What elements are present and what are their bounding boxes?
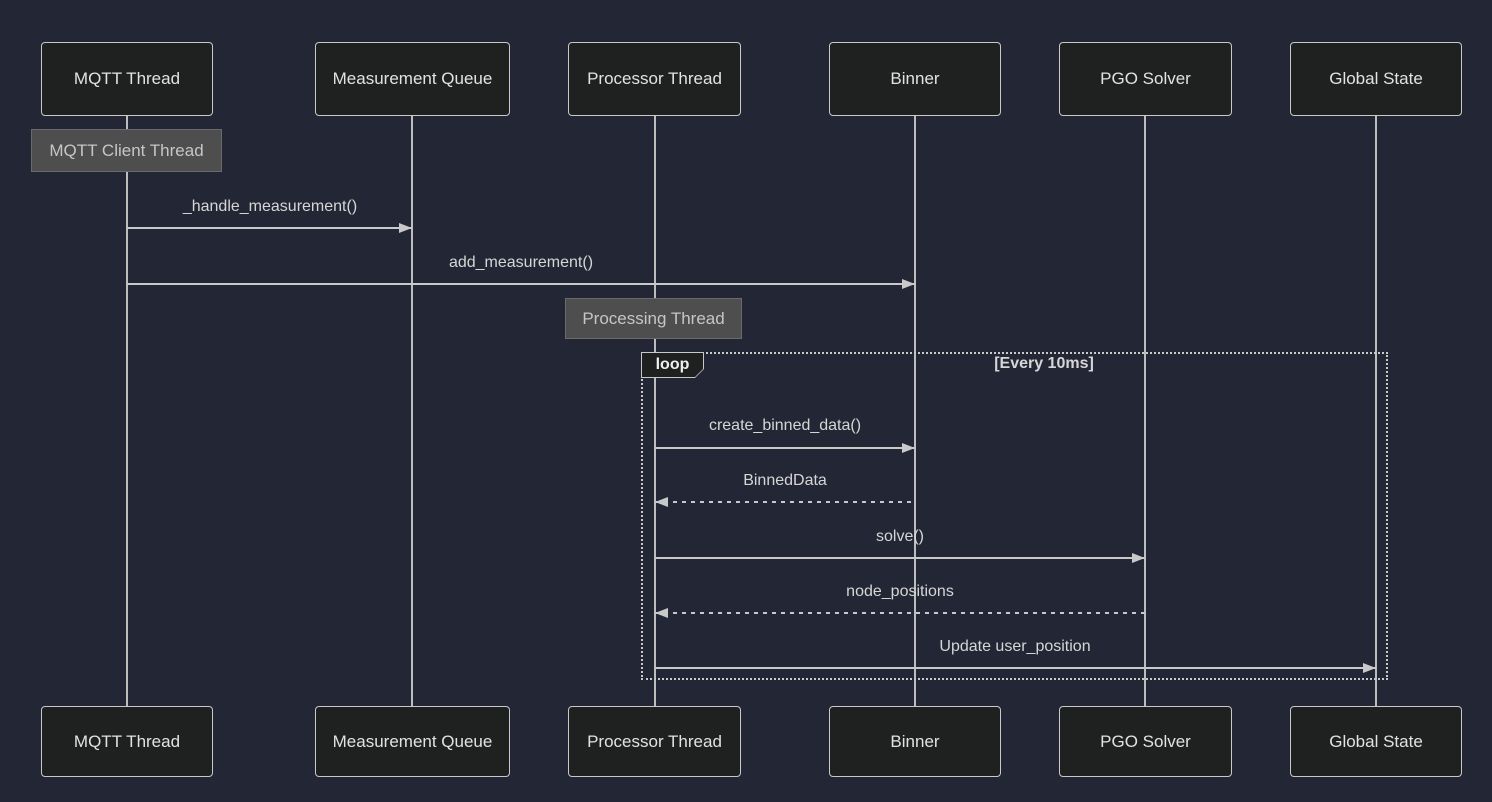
participant-label: Measurement Queue	[332, 731, 493, 751]
note-label: Processing Thread	[582, 308, 725, 328]
participant-mqtt-thread-top: MQTT Thread	[41, 42, 213, 116]
loop-label-tag: loop	[641, 352, 704, 378]
participant-mqtt-thread-bottom: MQTT Thread	[41, 706, 213, 777]
message-arrow-add-measurement	[127, 279, 915, 289]
participant-label: MQTT Thread	[73, 69, 181, 88]
participant-label: Processor Thread	[587, 731, 722, 751]
loop-label: loop	[642, 353, 703, 377]
message-label-node-positions: node_positions	[846, 583, 954, 600]
participant-processor-thread-top: Processor Thread	[568, 42, 741, 116]
arrowhead-right-icon	[1363, 663, 1376, 673]
participant-global-state-bottom: Global State	[1290, 706, 1462, 777]
participant-label: PGO Solver	[1100, 731, 1191, 751]
arrowhead-right-icon	[902, 279, 915, 289]
arrowhead-left-icon	[655, 608, 668, 618]
participant-label: MQTT Thread	[73, 731, 181, 751]
message-arrow-handle-measurement	[127, 223, 412, 233]
lifeline-binner	[914, 115, 916, 706]
message-label-solve: solve()	[875, 528, 925, 545]
participant-measurement-queue-top: Measurement Queue	[315, 42, 510, 116]
lifeline-pgo-solver	[1144, 115, 1146, 706]
lifeline-mqtt-thread	[126, 115, 128, 706]
participant-global-state-top: Global State	[1290, 42, 1462, 116]
message-arrow-binned-data	[655, 497, 915, 507]
participant-label: Processor Thread	[587, 69, 722, 88]
participant-binner-bottom: Binner	[829, 706, 1001, 777]
lifeline-global-state	[1375, 115, 1377, 706]
note-processing-thread: Processing Thread	[565, 298, 742, 339]
lifeline-processor-thread	[654, 115, 656, 706]
message-arrow-node-positions	[655, 608, 1145, 618]
participant-pgo-solver-top: PGO Solver	[1059, 42, 1232, 116]
participant-label: Global State	[1329, 69, 1423, 88]
participant-label: Global State	[1329, 731, 1423, 751]
message-arrow-update-user-position	[655, 663, 1376, 673]
message-label-create-binned-data: create_binned_data()	[708, 417, 862, 434]
arrowhead-right-icon	[399, 223, 412, 233]
participant-measurement-queue-bottom: Measurement Queue	[315, 706, 510, 777]
note-mqtt-client-thread: MQTT Client Thread	[31, 129, 222, 172]
message-label-update-user-position: Update user_position	[939, 638, 1091, 655]
participant-label: Binner	[890, 69, 940, 88]
note-label: MQTT Client Thread	[49, 140, 204, 160]
message-arrow-solve	[655, 553, 1145, 563]
arrowhead-left-icon	[655, 497, 668, 507]
arrowhead-right-icon	[902, 443, 915, 453]
lifeline-measurement-queue	[411, 115, 413, 706]
participant-label: PGO Solver	[1100, 69, 1191, 88]
arrowhead-right-icon	[1132, 553, 1145, 563]
loop-condition: [Every 10ms]	[994, 355, 1094, 372]
message-label-binned-data: BinnedData	[743, 472, 827, 489]
participant-pgo-solver-bottom: PGO Solver	[1059, 706, 1232, 777]
participant-processor-thread-bottom: Processor Thread	[568, 706, 741, 777]
message-arrow-create-binned-data	[655, 443, 915, 453]
participant-label: Measurement Queue	[332, 69, 493, 88]
message-label-add-measurement: add_measurement()	[448, 254, 594, 271]
participant-label: Binner	[890, 731, 940, 751]
message-label-handle-measurement: _handle_measurement()	[182, 198, 358, 215]
loop-frame	[641, 352, 1388, 680]
participant-binner-top: Binner	[829, 42, 1001, 116]
